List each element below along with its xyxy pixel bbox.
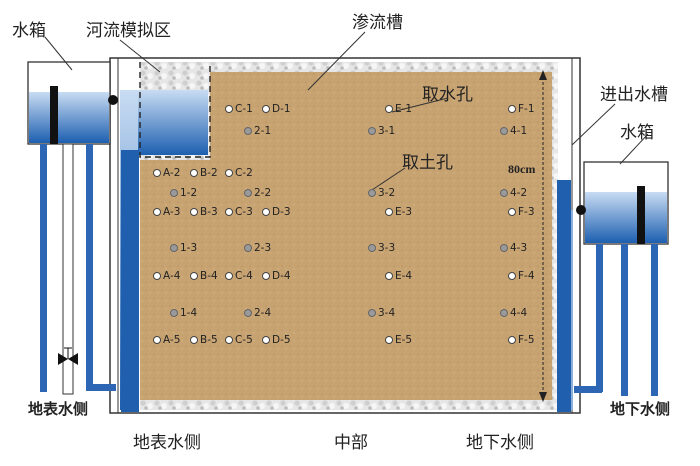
soil-hole-3-1: 3-1 (368, 126, 395, 136)
open-circle-icon (190, 336, 198, 344)
water-hole-b-4: B-4 (190, 271, 218, 281)
filled-circle-icon (368, 189, 376, 197)
filled-circle-icon (500, 244, 508, 252)
right-tank-label: 水箱 (620, 123, 654, 143)
filled-circle-icon (244, 309, 252, 317)
water-hole-e-5: E-5 (385, 335, 412, 345)
soil-hole-3-4: 3-4 (368, 308, 395, 318)
soil-hole-4-4: 4-4 (500, 308, 527, 318)
soil-hole-2-3: 2-3 (244, 243, 271, 253)
filled-circle-icon (170, 189, 178, 197)
left-tank-label: 水箱 (12, 21, 46, 41)
open-circle-icon (508, 336, 516, 344)
water-hole-c-4: C-4 (225, 271, 253, 281)
soil-hole-4-2: 4-2 (500, 188, 527, 198)
filled-circle-icon (244, 244, 252, 252)
water-hole-c-3: C-3 (225, 207, 253, 217)
filled-circle-icon (244, 127, 252, 135)
surface-side-left-label: 地表水侧 (28, 400, 89, 418)
soil-hole-3-2: 3-2 (368, 188, 395, 198)
open-circle-icon (225, 336, 233, 344)
water-hole-b-3: B-3 (190, 207, 218, 217)
soil-hole-2-4: 2-4 (244, 308, 271, 318)
water-hole-d-5: D-5 (262, 335, 291, 345)
open-circle-icon (262, 105, 270, 113)
water-hole-c-2: C-2 (225, 168, 253, 178)
open-circle-icon (190, 272, 198, 280)
filled-circle-icon (368, 309, 376, 317)
open-circle-icon (262, 336, 270, 344)
open-circle-icon (153, 272, 161, 280)
water-hole-e-3: E-3 (385, 207, 412, 217)
water-hole-f-1: F-1 (508, 104, 535, 114)
filled-circle-icon (368, 127, 376, 135)
soil-hole-label: 取土孔 (402, 153, 453, 173)
river-zone-label: 河流模拟区 (86, 21, 171, 41)
water-hole-d-1: D-1 (262, 104, 291, 114)
open-circle-icon (153, 169, 161, 177)
filled-circle-icon (500, 127, 508, 135)
water-hole-e-1: E-1 (385, 104, 412, 114)
open-circle-icon (225, 169, 233, 177)
open-circle-icon (508, 105, 516, 113)
soil-hole-1-3: 1-3 (170, 243, 197, 253)
water-hole-a-2: A-2 (153, 168, 180, 178)
water-hole-c-5: C-5 (225, 335, 253, 345)
water-hole-d-4: D-4 (262, 271, 291, 281)
dimension-label: 80cm (508, 162, 536, 176)
water-hole-d-3: D-3 (262, 207, 291, 217)
open-circle-icon (225, 272, 233, 280)
open-circle-icon (153, 208, 161, 216)
groundwater-side-right-label: 地下水侧 (610, 400, 671, 418)
water-hole-a-5: A-5 (153, 335, 180, 345)
open-circle-icon (385, 272, 393, 280)
open-circle-icon (385, 208, 393, 216)
bottom-groundwater-label: 地下水侧 (466, 433, 534, 453)
water-hole-f-5: F-5 (508, 335, 535, 345)
water-hole-label: 取水孔 (422, 85, 473, 105)
water-hole-c-1: C-1 (225, 104, 253, 114)
soil-hole-4-3: 4-3 (500, 243, 527, 253)
soil-hole-4-1: 4-1 (500, 126, 527, 136)
soil-hole-2-1: 2-1 (244, 126, 271, 136)
filled-circle-icon (244, 189, 252, 197)
filled-circle-icon (500, 309, 508, 317)
filled-circle-icon (500, 189, 508, 197)
soil-body (140, 72, 552, 400)
open-circle-icon (262, 272, 270, 280)
water-hole-e-4: E-4 (385, 271, 412, 281)
water-hole-f-4: F-4 (508, 271, 535, 281)
water-hole-a-3: A-3 (153, 207, 180, 217)
bottom-surface-label: 地表水侧 (133, 433, 201, 453)
water-hole-b-2: B-2 (190, 168, 218, 178)
bottom-middle-label: 中部 (334, 433, 368, 453)
open-circle-icon (190, 208, 198, 216)
water-hole-b-5: B-5 (190, 335, 218, 345)
open-circle-icon (385, 336, 393, 344)
water-hole-a-4: A-4 (153, 271, 180, 281)
soil-hole-1-2: 1-2 (170, 188, 197, 198)
soil-hole-1-4: 1-4 (170, 308, 197, 318)
seepage-tank-label: 渗流槽 (352, 13, 403, 33)
inout-channel-water (557, 180, 571, 412)
soil-hole-3-3: 3-3 (368, 243, 395, 253)
filled-circle-icon (170, 309, 178, 317)
open-circle-icon (190, 169, 198, 177)
water-hole-f-3: F-3 (508, 207, 535, 217)
open-circle-icon (225, 105, 233, 113)
open-circle-icon (225, 208, 233, 216)
filled-circle-icon (368, 244, 376, 252)
open-circle-icon (262, 208, 270, 216)
open-circle-icon (508, 208, 516, 216)
main-tank-frame (109, 57, 581, 414)
filled-circle-icon (170, 244, 178, 252)
soil-hole-2-2: 2-2 (244, 188, 271, 198)
inout-tank-label: 进出水槽 (600, 85, 668, 105)
open-circle-icon (385, 105, 393, 113)
open-circle-icon (508, 272, 516, 280)
river-zone-outline (139, 62, 211, 158)
open-circle-icon (153, 336, 161, 344)
